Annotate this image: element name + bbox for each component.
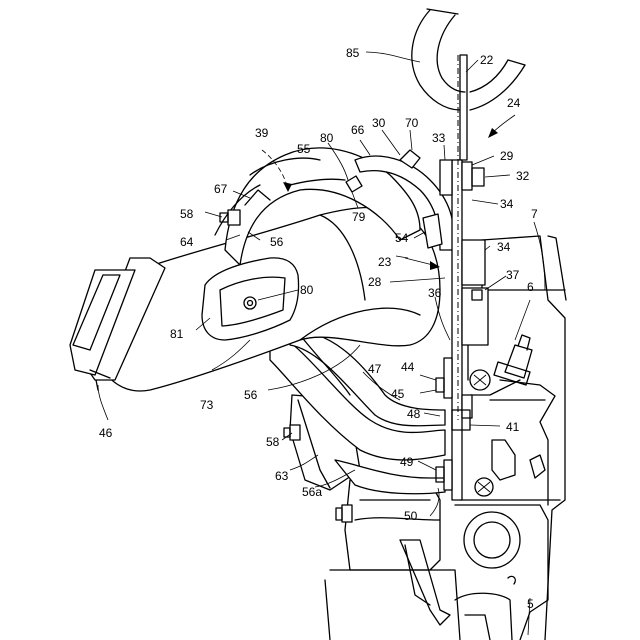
label-49: 49 [400,455,414,469]
pipe-85 [412,9,525,110]
label-66: 66 [351,123,365,137]
label-33: 33 [432,131,446,145]
label-54: 54 [395,231,409,245]
label-7: 7 [531,207,538,221]
label-81: 81 [170,327,184,341]
label-85: 85 [346,46,360,60]
label-46: 46 [99,426,113,440]
label-50: 50 [404,509,418,523]
label-6: 6 [527,280,534,294]
label-23: 23 [378,255,392,269]
label-55: 55 [297,142,311,156]
label-58-top: 58 [180,207,194,221]
label-44: 44 [401,360,415,374]
label-47: 47 [368,362,382,376]
label-70: 70 [405,116,419,130]
lower-structure [325,480,460,640]
label-63: 63 [275,469,289,483]
label-80-top: 80 [320,131,334,145]
label-32: 32 [516,169,530,183]
label-80-mid: 80 [300,283,314,297]
label-45: 45 [391,387,405,401]
label-36: 36 [428,286,442,300]
label-56-mid: 56 [244,388,258,402]
label-67: 67 [214,182,228,196]
label-58-bottom: 58 [266,435,280,449]
label-56-top: 56 [270,235,284,249]
label-30: 30 [372,116,386,130]
label-39: 39 [255,126,269,140]
label-37: 37 [506,268,520,282]
label-28: 28 [368,275,382,289]
label-41: 41 [506,420,520,434]
label-64: 64 [180,235,194,249]
label-79: 79 [352,210,366,224]
label-29: 29 [500,149,514,163]
label-34-top: 34 [500,197,514,211]
label-56a: 56a [302,485,322,499]
label-22: 22 [480,53,494,67]
label-5: 5 [527,597,534,611]
label-34-mid: 34 [497,240,511,254]
label-24: 24 [507,96,521,110]
label-48: 48 [407,407,421,421]
label-73: 73 [200,398,214,412]
